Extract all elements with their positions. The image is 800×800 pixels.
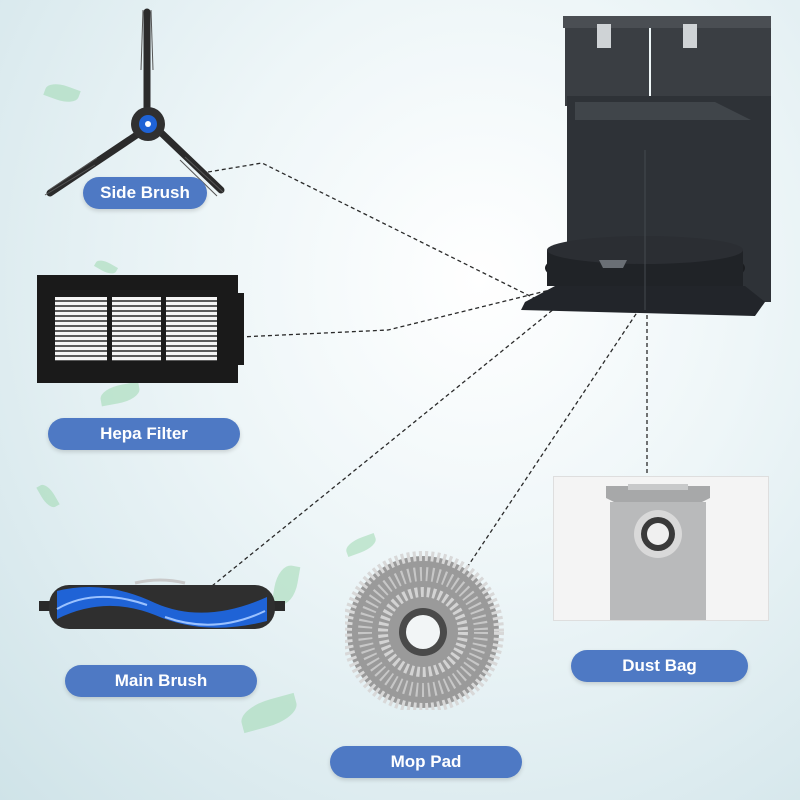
- filter-tab: [234, 293, 244, 365]
- connector-hepa-filter: [239, 289, 551, 338]
- hepa-filter-image: [37, 275, 244, 383]
- hepa-filter-label: Hepa Filter: [48, 418, 240, 450]
- main-brush-label: Main Brush: [65, 665, 257, 697]
- mop-pad-image: [345, 551, 504, 710]
- connector-main-brush: [211, 299, 566, 587]
- dust-bag-image: [606, 484, 710, 620]
- filter-mesh: [55, 297, 217, 361]
- side-brush-label: Side Brush: [83, 177, 207, 209]
- connector-side-brush: [207, 162, 549, 306]
- dust-bag-label: Dust Bag: [571, 650, 748, 682]
- main-brush-image: [39, 578, 285, 629]
- mop-pad-label: Mop Pad: [330, 746, 522, 778]
- cleaning-station-image: [521, 16, 771, 316]
